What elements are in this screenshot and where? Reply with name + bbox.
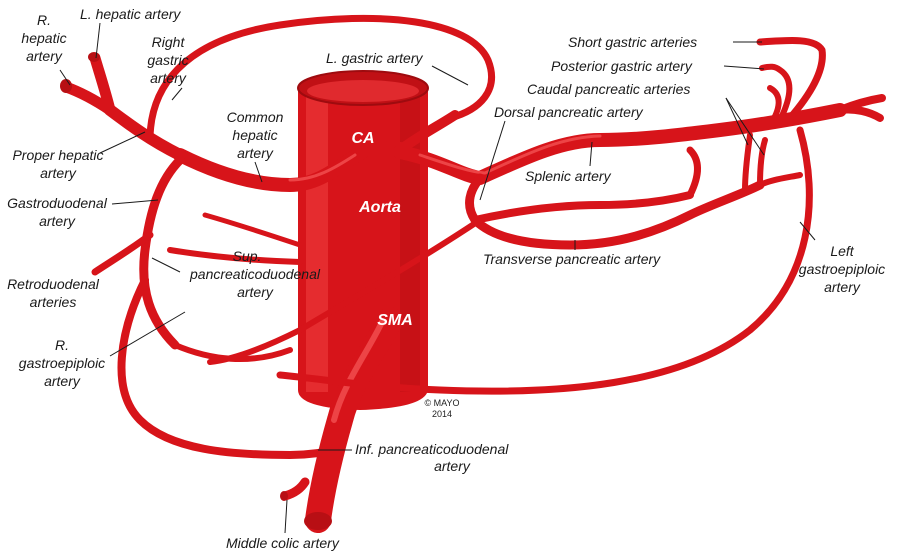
svg-text:artery: artery — [39, 213, 76, 229]
svg-text:Common: Common — [227, 109, 284, 125]
svg-text:artery: artery — [434, 458, 471, 474]
svg-text:2014: 2014 — [432, 409, 452, 419]
svg-text:L. hepatic artery: L. hepatic artery — [80, 6, 181, 22]
label-short-gastric: Short gastric arteries — [568, 34, 762, 50]
label-gastroduodenal: Gastroduodenal artery — [7, 195, 158, 229]
svg-text:gastric: gastric — [147, 52, 188, 68]
ca-label: CA — [351, 130, 374, 147]
copyright-mark: © MAYO 2014 — [425, 398, 460, 419]
label-l-hepatic: L. hepatic artery — [80, 6, 181, 58]
svg-text:artery: artery — [26, 48, 63, 64]
svg-text:artery: artery — [150, 70, 187, 86]
svg-text:L. gastric artery: L. gastric artery — [326, 50, 423, 66]
svg-text:R.: R. — [37, 12, 51, 28]
svg-text:Inf. pancreaticoduodenal: Inf. pancreaticoduodenal — [355, 441, 509, 457]
label-left-gastroepiploic: Left gastroepiploic artery — [799, 222, 885, 295]
svg-text:Sup.: Sup. — [233, 248, 262, 264]
svg-text:Right: Right — [152, 34, 186, 50]
svg-text:Splenic artery: Splenic artery — [525, 168, 612, 184]
svg-text:artery: artery — [237, 284, 274, 300]
svg-text:Posterior gastric artery: Posterior gastric artery — [551, 58, 693, 74]
svg-text:Transverse pancreatic artery: Transverse pancreatic artery — [483, 251, 661, 267]
svg-text:artery: artery — [44, 373, 81, 389]
svg-text:Left: Left — [830, 243, 854, 259]
svg-text:Middle colic artery: Middle colic artery — [226, 535, 340, 551]
svg-text:arteries: arteries — [30, 294, 77, 310]
label-retroduodenal: Retroduodenal arteries — [7, 276, 100, 310]
svg-text:artery: artery — [40, 165, 77, 181]
svg-text:© MAYO: © MAYO — [425, 398, 460, 408]
label-proper-hepatic: Proper hepatic artery — [12, 132, 145, 181]
svg-text:Gastroduodenal: Gastroduodenal — [7, 195, 108, 211]
svg-text:artery: artery — [824, 279, 861, 295]
svg-text:Retroduodenal: Retroduodenal — [7, 276, 100, 292]
svg-text:gastroepiploic: gastroepiploic — [799, 261, 885, 277]
svg-text:R.: R. — [55, 337, 69, 353]
svg-text:Dorsal pancreatic artery: Dorsal pancreatic artery — [494, 104, 644, 120]
label-posterior-gastric: Posterior gastric artery — [551, 58, 764, 74]
svg-text:hepatic: hepatic — [232, 127, 277, 143]
label-right-gastric: Right gastric artery — [147, 34, 188, 100]
svg-text:Short gastric arteries: Short gastric arteries — [568, 34, 697, 50]
aorta-label: Aorta — [358, 199, 401, 216]
svg-text:artery: artery — [237, 145, 274, 161]
svg-text:pancreaticoduodenal: pancreaticoduodenal — [189, 266, 321, 282]
label-r-hepatic: R. hepatic artery — [21, 12, 70, 85]
svg-text:hepatic: hepatic — [21, 30, 66, 46]
svg-text:gastroepiploic: gastroepiploic — [19, 355, 105, 371]
label-inf-pancreaticoduodenal: Inf. pancreaticoduodenal artery — [318, 441, 509, 474]
svg-text:Caudal pancreatic arteries: Caudal pancreatic arteries — [527, 81, 690, 97]
svg-text:Proper hepatic: Proper hepatic — [12, 147, 103, 163]
label-sup-pancreaticoduodenal: Sup. pancreaticoduodenal artery — [152, 248, 321, 300]
sma-label: SMA — [377, 312, 413, 329]
